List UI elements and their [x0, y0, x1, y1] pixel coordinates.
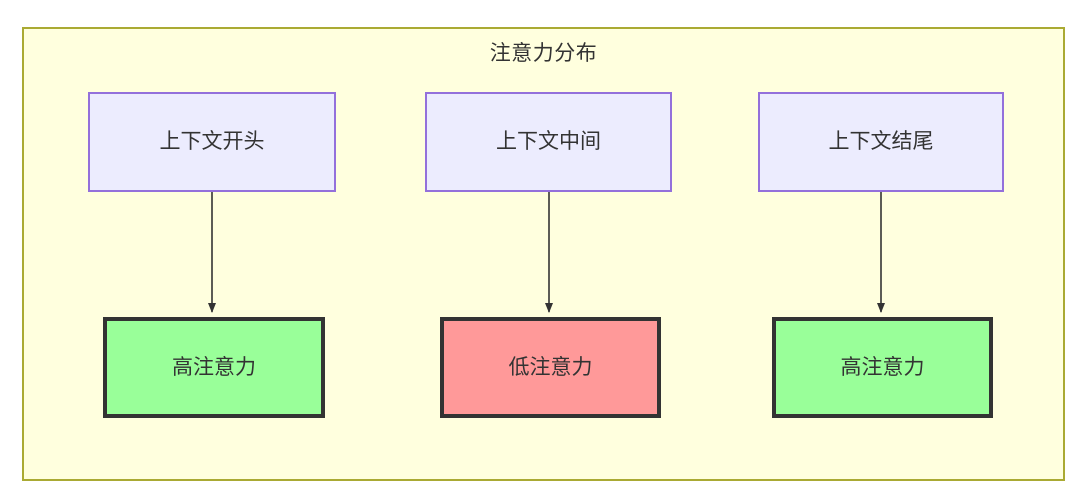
node-context-end[interactable]: 上下文结尾: [758, 92, 1004, 192]
node-context-middle-label: 上下文中间: [496, 130, 601, 153]
cluster-title: 注意力分布: [489, 42, 598, 65]
node-high-attention-end-label: 高注意力: [840, 355, 925, 379]
node-context-middle[interactable]: 上下文中间: [425, 92, 672, 192]
node-low-attention-middle[interactable]: 低注意力: [440, 317, 661, 418]
node-low-attention-middle-label: 低注意力: [508, 355, 593, 379]
node-context-start[interactable]: 上下文开头: [88, 92, 336, 192]
node-high-attention-end[interactable]: 高注意力: [772, 317, 993, 418]
node-high-attention-start[interactable]: 高注意力: [103, 317, 325, 418]
node-context-end-label: 上下文结尾: [828, 130, 934, 153]
node-high-attention-start-label: 高注意力: [172, 355, 256, 379]
node-context-start-label: 上下文开头: [159, 130, 265, 153]
